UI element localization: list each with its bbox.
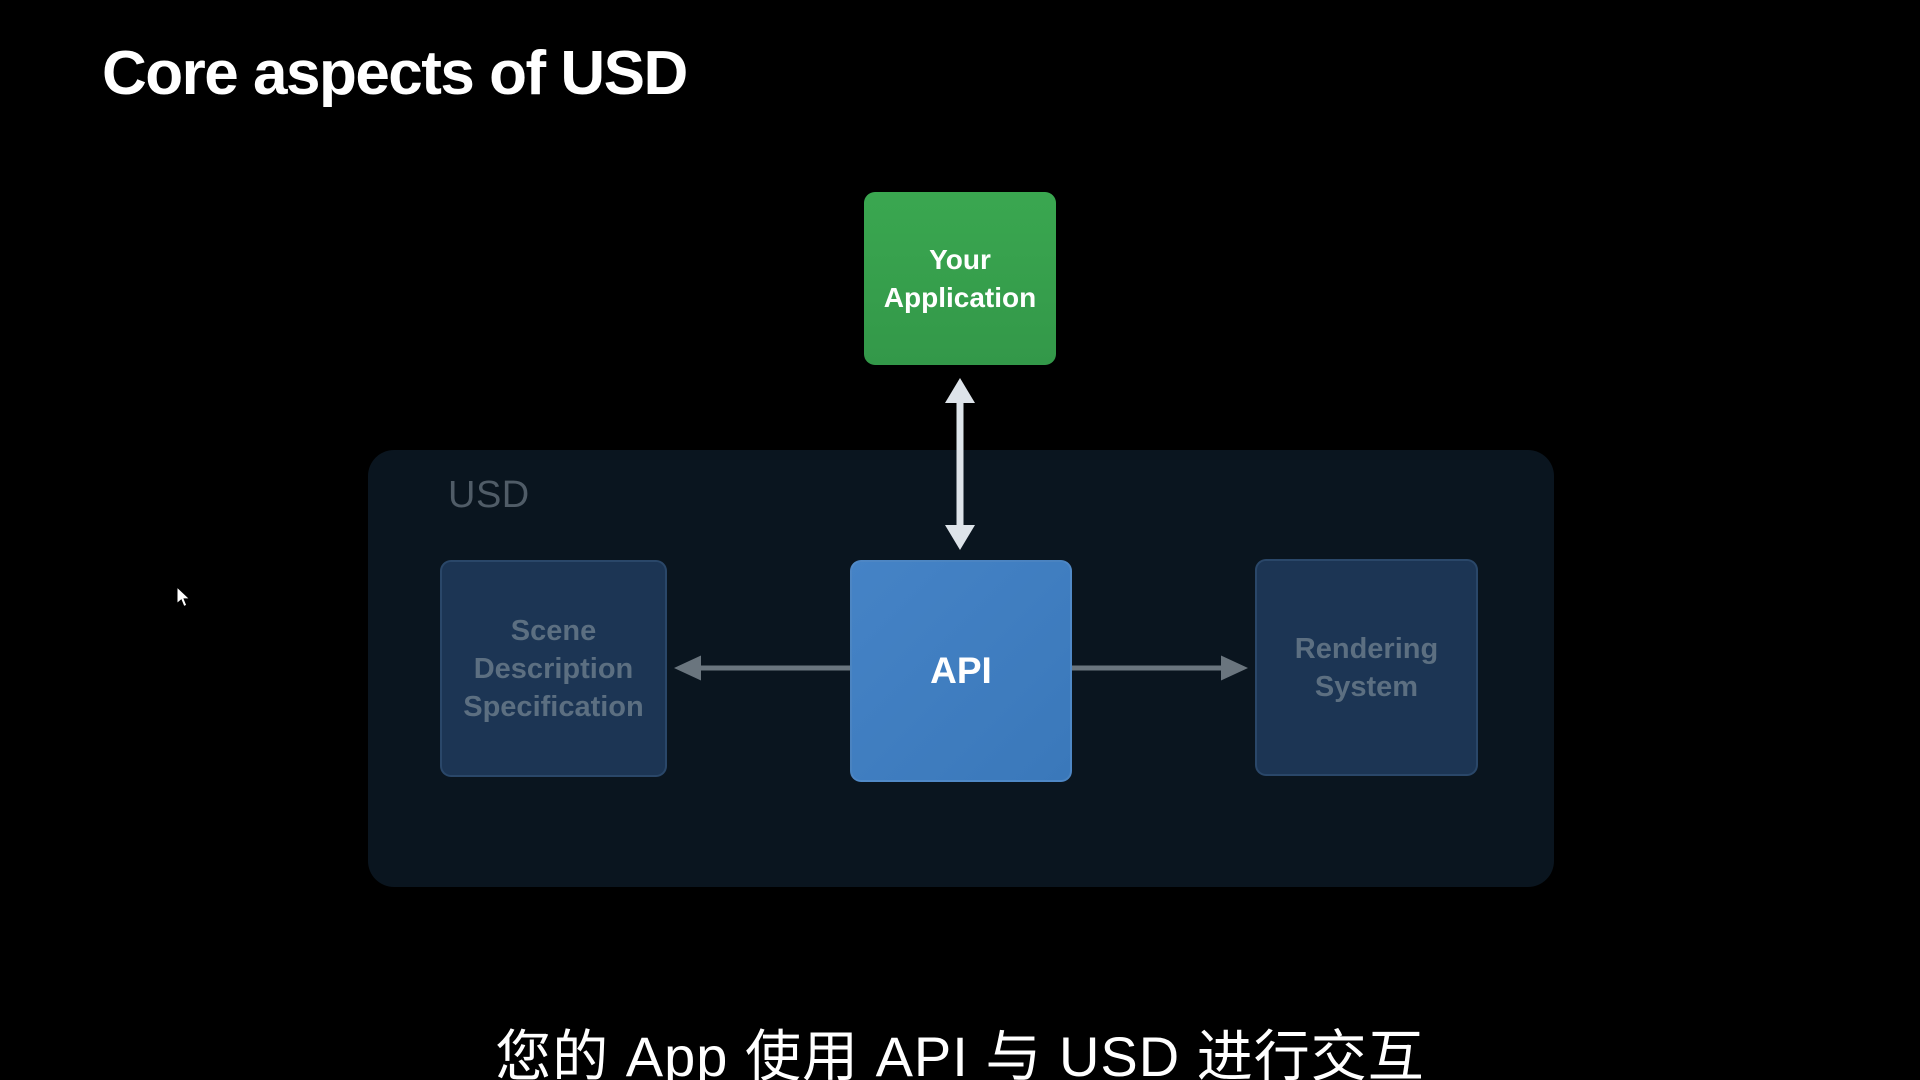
slide-title: Core aspects of USD (102, 39, 688, 108)
node-your-application: Your Application (864, 192, 1056, 365)
usd-group-label: USD (448, 474, 530, 516)
node-rendering-system-label: Rendering System (1294, 632, 1439, 703)
node-your-application-label: Your Application (883, 243, 1037, 313)
node-scene-description-specification-label: Scene Description Specification (463, 614, 644, 723)
mouse-cursor-icon (176, 586, 191, 608)
caption-subtitle: 您的 App 使用 API 与 USD 进行交互 (495, 1025, 1425, 1080)
node-api-label: API (930, 650, 992, 691)
node-rendering-system: Rendering System (1255, 559, 1478, 776)
node-scene-description-specification: Scene Description Specification (440, 560, 667, 777)
node-api: API (850, 560, 1072, 782)
